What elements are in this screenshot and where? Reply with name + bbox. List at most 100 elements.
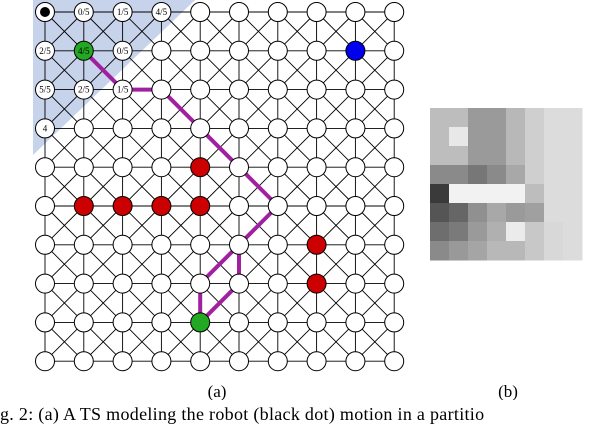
thumbnail-cell [430,127,450,147]
thumbnail-cell [487,127,507,147]
target-node [345,40,366,61]
graph-node [35,273,55,294]
thumbnail-cell [430,146,450,166]
thumbnail-cell [468,184,488,204]
graph-node [73,79,94,100]
graph-node [35,79,55,100]
graph-node [306,79,327,100]
thumbnail-cell [430,222,450,242]
graph-node [345,196,366,216]
graph-node [229,118,249,139]
graph-node [229,273,249,294]
thumbnail-cell [525,108,545,128]
graph-node [345,2,366,22]
graph-node [267,118,288,139]
graph-node [151,2,172,22]
graph-node [151,312,172,333]
thumbnail-image [430,108,583,261]
thumbnail-cell [430,184,450,204]
thumbnail-cell [544,108,564,128]
graph-node [267,234,288,255]
graph-node [151,273,172,294]
graph-node [112,79,133,100]
graph-node [35,118,55,139]
graph-node [112,351,133,372]
thumbnail-cell [525,127,545,147]
thumbnail-cell [468,222,488,242]
graph-node [384,273,405,294]
thumbnail-cell [563,127,583,147]
graph-node [267,196,288,216]
thumbnail-cell [506,203,526,223]
graph-node [384,196,405,216]
graph-node [345,312,366,333]
thumbnail-cell [544,222,564,242]
thumbnail-cell [468,165,488,185]
thumbnail-cell [525,241,545,261]
goal-node [73,40,94,61]
graph-node [267,273,288,294]
obstacle-node [73,196,94,216]
thumbnail-cell [525,203,545,223]
thumbnail-cell [449,165,469,185]
node-probability-label: 1/5 [117,85,129,95]
graph-node [73,273,94,294]
subfigure-label-b: (b) [498,382,518,400]
thumbnail-cell [487,241,507,261]
thumbnail-cell [468,241,488,261]
thumbnail-cell [430,165,450,185]
graph-node [35,157,55,178]
obstacle-node [190,157,211,178]
graph-node [35,40,55,61]
graph-node [73,2,94,22]
obstacle-node [190,196,211,216]
graph-node [267,40,288,61]
graph-node [267,2,288,22]
graph-node [73,351,94,372]
graph-node [306,40,327,61]
graph-node [229,196,249,216]
graph-node [267,79,288,100]
graph-node [345,273,366,294]
graph-node [35,234,55,255]
thumbnail-cell [506,146,526,166]
graph-node [229,40,249,61]
graph-node [35,351,55,372]
node-probability-label: 1/5 [117,7,129,17]
thumbnail-cell [487,203,507,223]
graph-node [73,157,94,178]
thumbnail-cell [449,146,469,166]
thumbnail-cell [468,108,488,128]
thumbnail-cell [468,146,488,166]
graph-node [73,118,94,139]
node-probability-label: 2/5 [78,85,90,95]
graph-node [384,79,405,100]
graph-node [306,351,327,372]
figure-caption: g. 2: (a) A TS modeling the robot (black… [0,404,485,424]
graph-node [151,351,172,372]
graph-node [384,40,405,61]
node-probability-label: 0/5 [117,46,129,56]
thumbnail-cell [468,203,488,223]
graph-node [229,234,249,255]
graph-node [267,312,288,333]
obstacle-node [112,196,133,216]
thumbnail-cell [544,184,564,204]
graph-node [384,118,405,139]
obstacle-node [306,273,327,294]
graph-node [112,157,133,178]
thumbnail-cell [525,165,545,185]
thumbnail-cell [430,241,450,261]
graph-node [345,157,366,178]
thumbnail-cell [506,184,526,204]
subfigure-label-a: (a) [208,382,227,400]
graph-node [384,351,405,372]
graph-node [35,312,55,333]
graph-node [229,157,249,178]
thumbnail-cell [544,241,564,261]
obstacle-node [151,196,172,216]
node-probability-label: 5/5 [39,85,51,95]
node-probability-label: 4 [43,123,48,133]
thumbnail-cell [525,146,545,166]
